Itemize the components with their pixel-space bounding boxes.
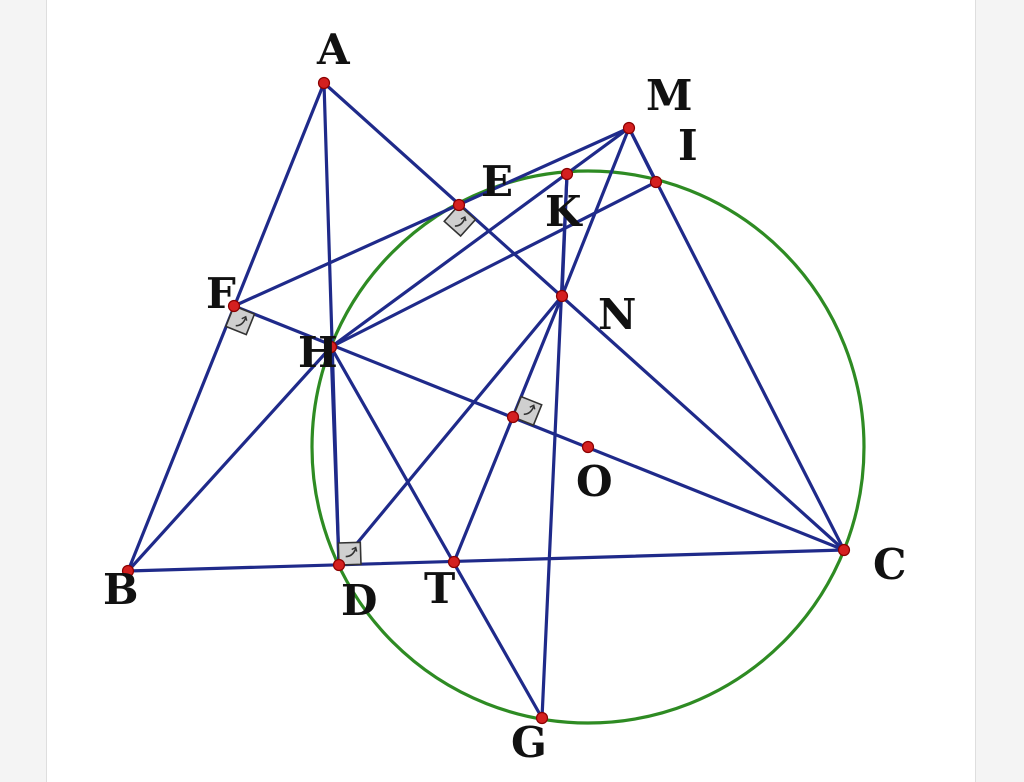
label-i: I [678, 121, 698, 170]
point-foot [506, 410, 520, 424]
segment-bc [126, 548, 846, 573]
right-angle-mark-e [443, 203, 477, 238]
label-d: D [341, 576, 377, 625]
label-o: O [576, 457, 613, 506]
point-i [649, 175, 663, 189]
geometry-figure: A B C D E F G H I K M N O T [103, 25, 906, 767]
label-h: H [298, 328, 338, 377]
segment-mi [627, 126, 658, 184]
segment-hg [329, 345, 544, 720]
point-m [622, 121, 636, 135]
point-b [121, 564, 135, 578]
point-f [227, 299, 241, 313]
right-angle-mark-ho [511, 395, 543, 427]
label-a: A [316, 25, 351, 74]
segment-hd [329, 345, 341, 567]
segment-mc [627, 126, 846, 552]
label-m: M [646, 71, 693, 120]
point-c [837, 543, 851, 557]
segment-kn [560, 172, 569, 298]
label-b: B [103, 565, 139, 614]
segment-bh [126, 345, 333, 573]
segment-ac [322, 81, 846, 552]
segment-hi [329, 180, 658, 349]
segment-fm [232, 126, 631, 308]
label-n: N [598, 290, 636, 339]
point-a [317, 76, 331, 90]
point-h [324, 340, 338, 354]
right-angle-mark-d [337, 541, 362, 566]
segment-hm [329, 126, 631, 349]
figure-panel: A B C D E F G H I K M N O T [46, 0, 976, 782]
label-k: K [545, 187, 583, 236]
point-e [452, 198, 466, 212]
right-angle-mark-f [224, 304, 256, 336]
circle-o [310, 169, 866, 725]
point-g [535, 711, 549, 725]
point-t [447, 555, 461, 569]
label-e: E [481, 157, 513, 206]
point-d [332, 558, 346, 572]
label-t: T [424, 564, 455, 613]
segment-nd [337, 294, 564, 567]
point-k [560, 167, 574, 181]
label-f: F [206, 269, 236, 318]
point-n [555, 289, 569, 303]
label-g: G [511, 718, 547, 767]
label-c: C [873, 540, 906, 589]
segment-nt [452, 294, 564, 564]
point-o [581, 440, 595, 454]
